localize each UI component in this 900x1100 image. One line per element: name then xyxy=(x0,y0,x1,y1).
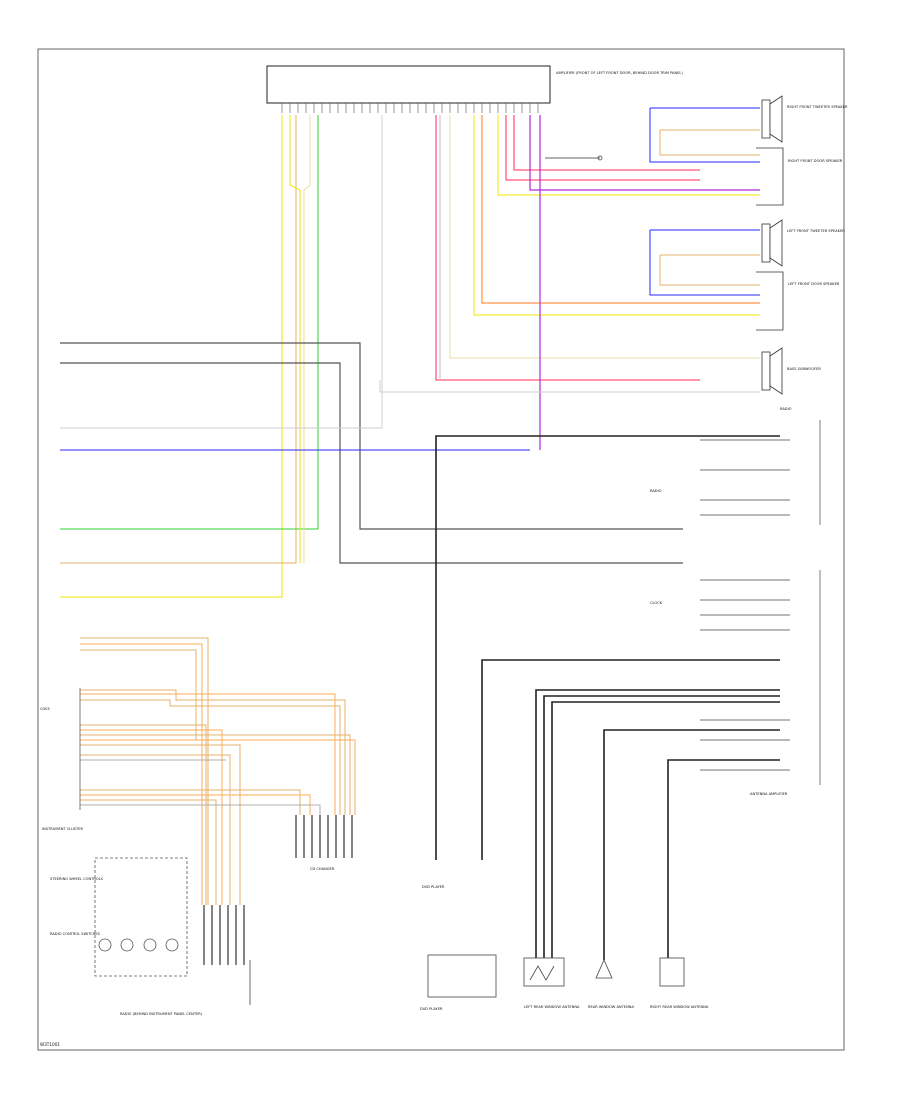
rf-tweeter-label: RIGHT FRONT TWEETER SPEAKER xyxy=(787,105,848,109)
wire-yellow-inner xyxy=(289,115,301,563)
amp-side-module xyxy=(545,155,603,161)
wire-gray-right xyxy=(379,115,760,393)
wire-green-left xyxy=(60,115,319,530)
clock-label-mid: CLOCK xyxy=(650,601,663,605)
wire-lightgray-horz xyxy=(60,115,383,429)
steering-label: STEERING WHEEL CONTROLS xyxy=(50,877,104,881)
harness-tan xyxy=(80,637,351,905)
radio-side-label-1: RADIO xyxy=(780,407,792,411)
right-connector-brackets xyxy=(700,420,821,785)
cd-changer-label: CD CHANGER xyxy=(310,867,335,871)
rf-door-speaker xyxy=(756,147,784,206)
diagram-border xyxy=(37,48,845,1051)
harness-gray xyxy=(80,759,321,815)
cd-changer-connector xyxy=(295,815,353,858)
amplifier-box xyxy=(266,65,551,104)
rf-door-label: RIGHT FRONT DOOR SPEAKER xyxy=(788,159,843,163)
wire-red xyxy=(435,115,700,381)
rear-antenna-label: REAR WINDOW ANTENNA xyxy=(588,1005,634,1009)
wire-tan-speakers xyxy=(449,115,760,359)
wire-black-bus xyxy=(435,435,780,960)
lr-antenna-label: LEFT REAR WINDOW ANTENNA xyxy=(524,1005,580,1009)
lf-tweeter-speaker xyxy=(761,219,783,267)
amplifier-label: AMPLIFIER (FRONT OF LEFT FRONT DOOR, BEH… xyxy=(556,71,683,75)
radio-label-mid: RADIO xyxy=(650,489,662,493)
steering-pins xyxy=(203,905,245,965)
radio-control-bottom-label: RADIO (BEHIND INSTRUMENT PANEL CENTER) xyxy=(120,1012,203,1016)
wire-magenta xyxy=(529,115,760,450)
bass-speaker xyxy=(761,347,783,395)
wire-tan-left xyxy=(60,115,297,564)
lf-door-label: LEFT FRONT DOOR SPEAKER xyxy=(788,282,840,286)
dvd-player-box xyxy=(427,954,497,998)
wire-cream-left xyxy=(303,115,311,563)
bass-label: BASS SUBWOOFER xyxy=(787,367,821,371)
harness-orange xyxy=(80,643,356,905)
wire-orange xyxy=(481,115,760,304)
steering-controls-box xyxy=(94,857,188,977)
rr-antenna-label: RIGHT REAR WINDOW ANTENNA xyxy=(650,1005,709,1009)
wire-gray-top xyxy=(60,342,683,564)
wire-yellow-left xyxy=(60,115,283,598)
rr-antenna xyxy=(659,957,685,987)
dvd-top-label: DVD PLAYER xyxy=(422,885,445,889)
rf-tweeter-speaker xyxy=(761,95,783,143)
lf-tweeter-label: LEFT FRONT TWEETER SPEAKER xyxy=(787,229,845,233)
lf-door-speaker xyxy=(756,271,784,331)
wire-yellow-right xyxy=(473,115,760,316)
wire-blue-speakers xyxy=(649,107,760,296)
rear-antenna xyxy=(595,959,613,979)
lr-antenna xyxy=(523,957,565,987)
instrument-cluster-label: INSTRUMENT CLUSTER xyxy=(42,827,83,831)
amp-pin-row xyxy=(281,103,539,113)
dvd-label: DVD PLAYER xyxy=(420,1007,443,1011)
radio-control-label: RADIO CONTROL SWITCHES xyxy=(50,932,101,936)
antenna-amp-label: ANTENNA AMPLIFIER xyxy=(750,792,788,796)
ground-label: G303 xyxy=(40,707,50,711)
corner-id: W3T1001 xyxy=(40,1042,60,1047)
